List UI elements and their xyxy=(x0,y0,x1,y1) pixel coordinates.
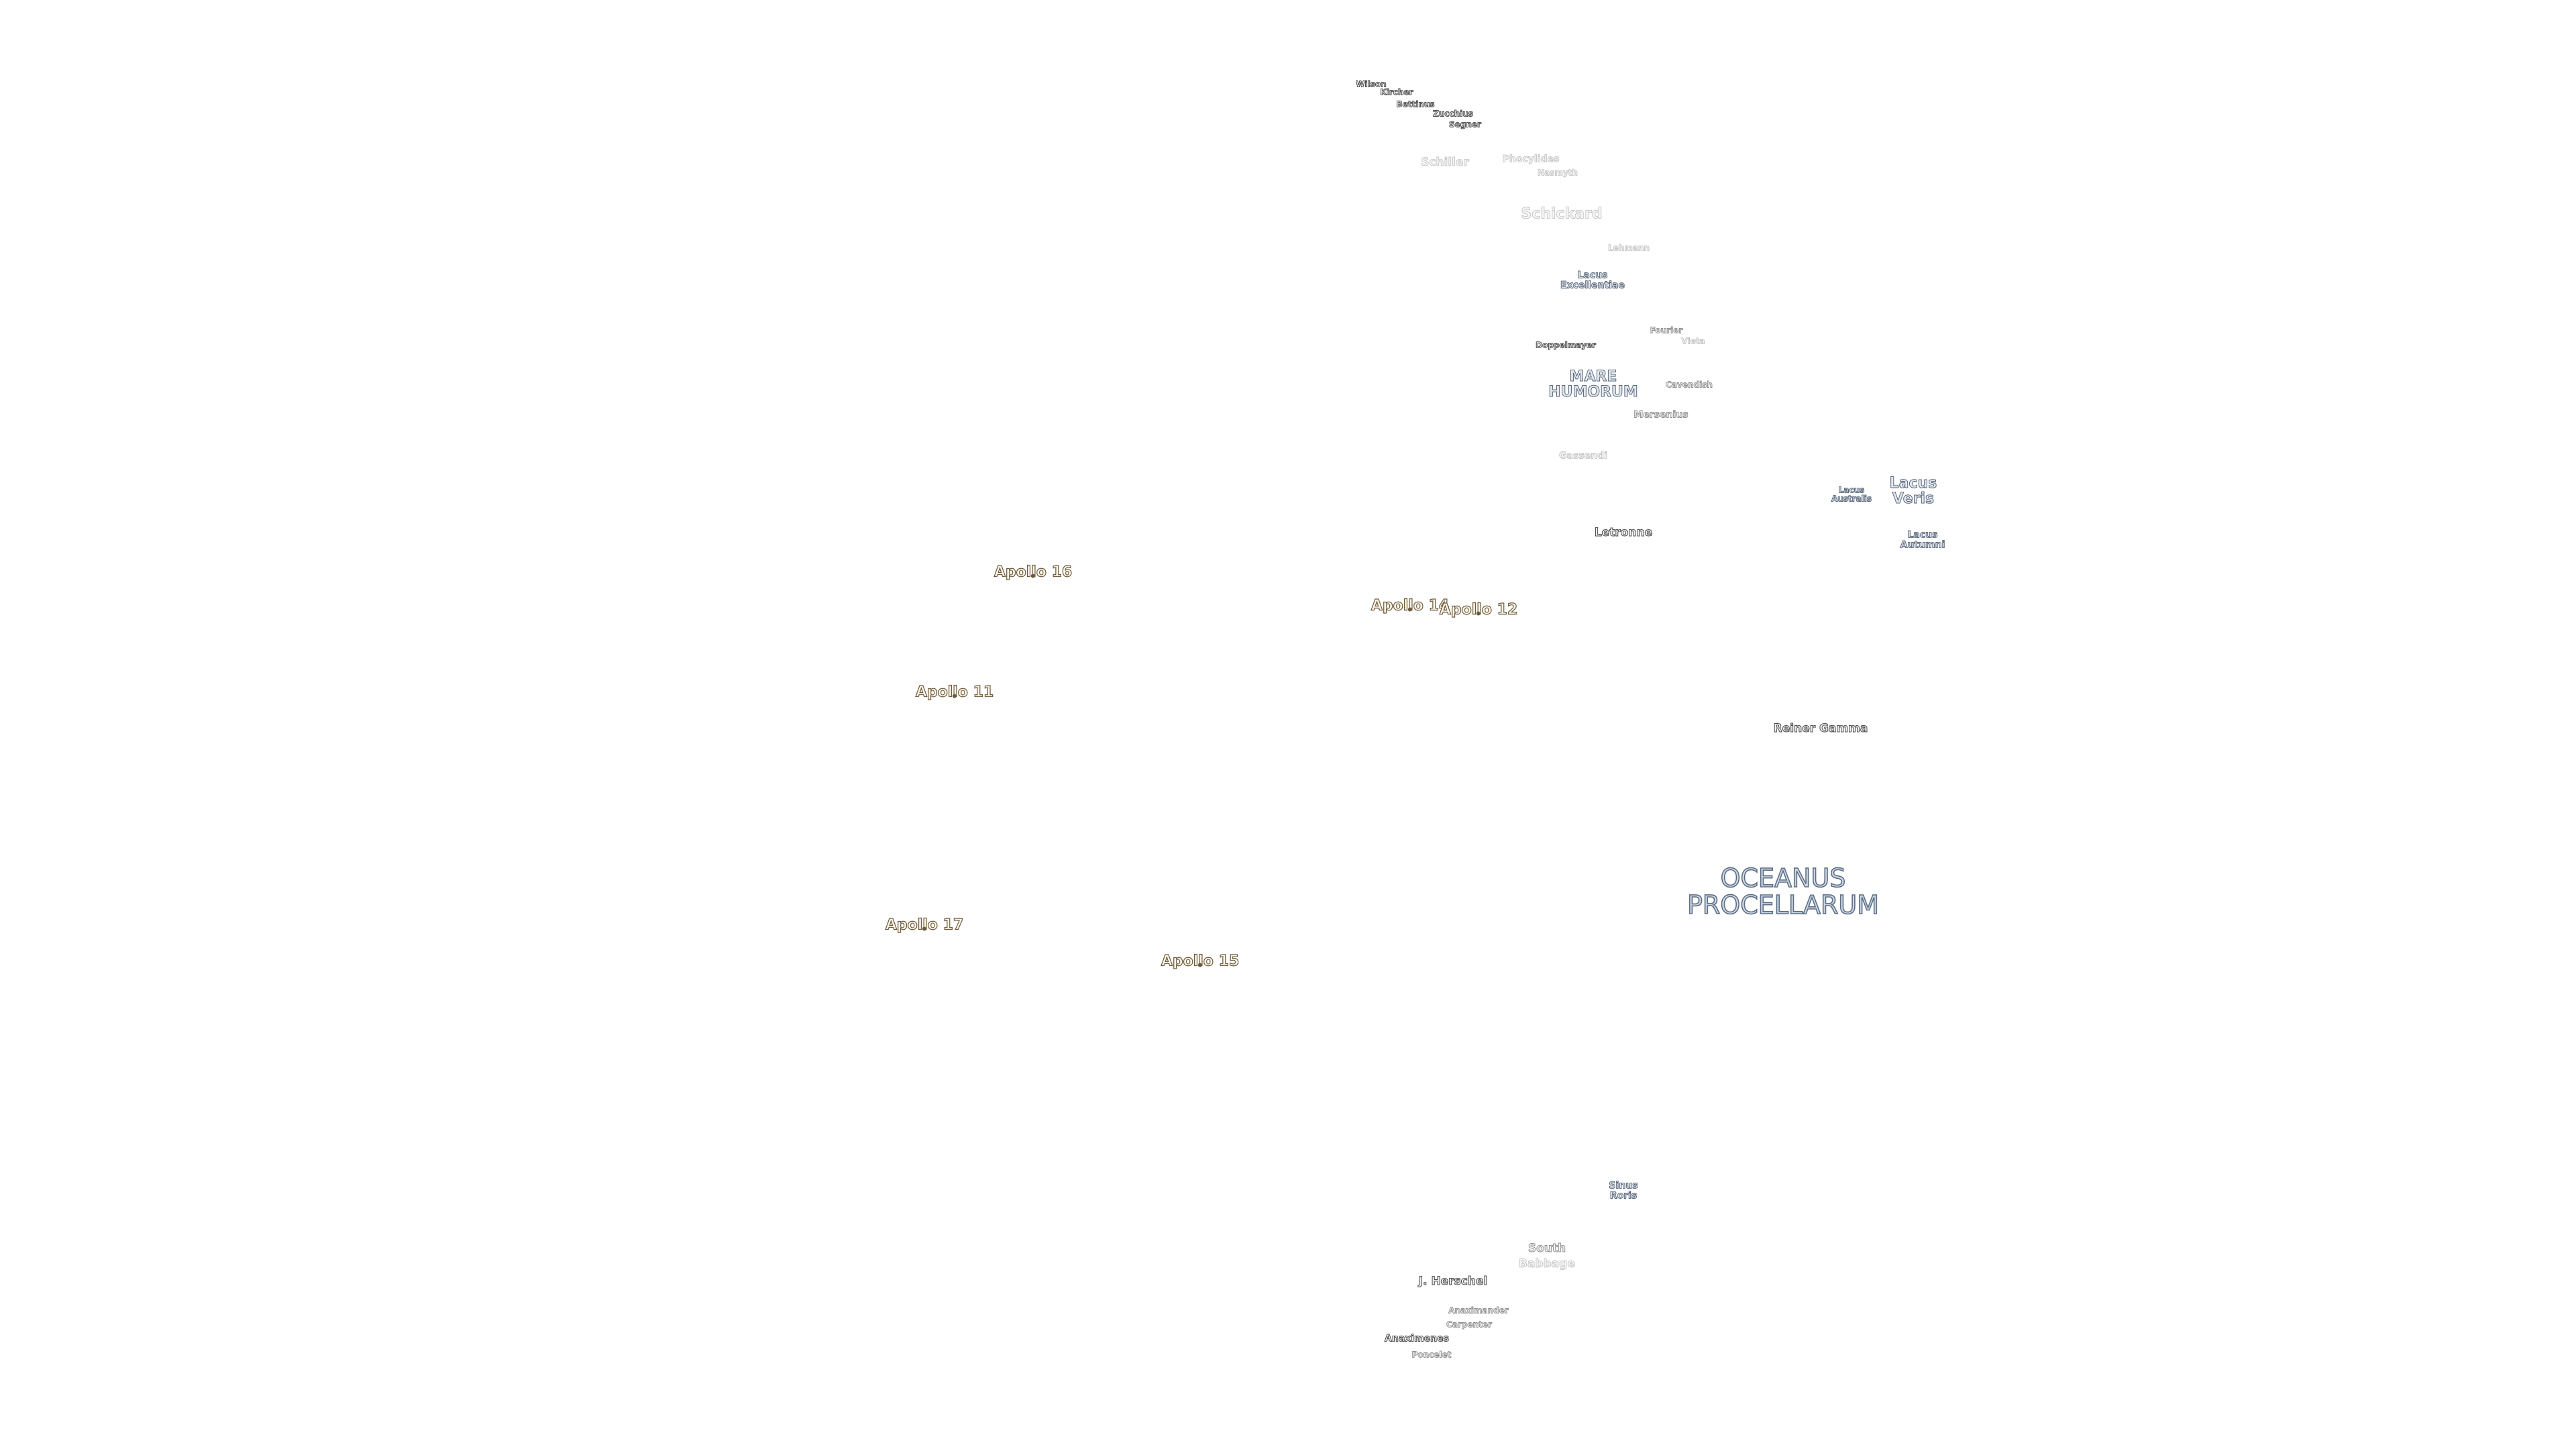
label-text: J. Herschel xyxy=(1418,1275,1488,1289)
label-text: Mersenius xyxy=(1633,409,1688,421)
label-text: Wilson xyxy=(1356,79,1387,89)
label-text: Schiller xyxy=(1421,156,1470,170)
label-wilson: Wilson xyxy=(1356,79,1387,89)
label-apollo-16[interactable]: Apollo 16 xyxy=(994,564,1073,580)
label-text: Poncelet xyxy=(1411,1350,1452,1360)
label-text: Vieta xyxy=(1681,336,1705,346)
label-text: Anaximenes xyxy=(1385,1333,1450,1344)
label-doppelmayer: Doppelmayer xyxy=(1536,340,1597,350)
label-kircher: Kircher xyxy=(1380,87,1413,97)
label-text: Letronne xyxy=(1594,526,1653,540)
label-text: Reiner Gamma xyxy=(1773,722,1868,736)
label-text: Doppelmayer xyxy=(1536,340,1597,350)
label-text: OCEANUS PROCELLARUM xyxy=(1686,863,1880,920)
label-text: Fourier xyxy=(1650,325,1683,335)
label-phocylides: Phocylides xyxy=(1502,154,1560,165)
label-vieta: Vieta xyxy=(1681,337,1705,346)
label-fourier: Fourier xyxy=(1650,325,1683,335)
label-anaximenes: Anaximenes xyxy=(1385,1333,1450,1344)
landing-site-marker-icon xyxy=(922,926,926,931)
label-text: Schickard xyxy=(1521,205,1603,223)
label-text: South xyxy=(1527,1242,1566,1256)
label-text: Gassendi xyxy=(1559,450,1608,462)
label-mersenius: Mersenius xyxy=(1633,409,1688,421)
label-letronne: Letronne xyxy=(1594,526,1653,540)
label-reiner-gamma: Reiner Gamma xyxy=(1773,722,1868,736)
landing-site-marker-icon xyxy=(1407,607,1412,612)
label-apollo-12[interactable]: Apollo 12 xyxy=(1439,602,1518,618)
label-schickard: Schickard xyxy=(1521,205,1603,223)
label-nasmyth: Nasmyth xyxy=(1538,168,1578,178)
label-text: Babbage xyxy=(1519,1257,1576,1271)
label-babbage: Babbage xyxy=(1519,1257,1576,1271)
label-text: Anaximander xyxy=(1448,1305,1509,1316)
label-segner: Segner xyxy=(1449,119,1482,129)
label-text: Cavendish xyxy=(1666,380,1713,390)
label-lacus-veris: Lacus Veris xyxy=(1889,474,1937,507)
label-carpenter: Carpenter xyxy=(1446,1320,1493,1330)
label-text: Nasmyth xyxy=(1538,168,1578,178)
label-anaximander: Anaximander xyxy=(1448,1305,1509,1316)
label-text: Segner xyxy=(1449,119,1482,129)
label-text: Zucchius xyxy=(1433,109,1474,119)
landing-site-marker-icon xyxy=(1030,574,1035,578)
label-text: Phocylides xyxy=(1502,154,1560,165)
label-south: South xyxy=(1527,1242,1566,1256)
label-bettinus: Bettinus xyxy=(1396,99,1435,109)
label-poncelet: Poncelet xyxy=(1411,1350,1452,1360)
label-gassendi: Gassendi xyxy=(1559,450,1608,462)
label-cavendish: Cavendish xyxy=(1666,380,1713,390)
label-text: Sinus Roris xyxy=(1609,1180,1638,1201)
landing-site-marker-icon xyxy=(1197,963,1202,967)
label-mare-humorum: MARE HUMORUM xyxy=(1548,368,1639,400)
label-text: MARE HUMORUM xyxy=(1548,368,1639,400)
label-text: Bettinus xyxy=(1396,99,1435,109)
label-sinus-roris: Sinus Roris xyxy=(1609,1180,1638,1201)
label-apollo-15[interactable]: Apollo 15 xyxy=(1161,953,1240,969)
label-text: Lacus Australis xyxy=(1831,485,1872,503)
label-text: Carpenter xyxy=(1446,1320,1493,1330)
label-schiller: Schiller xyxy=(1421,156,1470,170)
label-lacus-excellentiae: Lacus Excellentiae xyxy=(1560,270,1625,290)
label-apollo-17[interactable]: Apollo 17 xyxy=(885,917,964,933)
label-zucchius: Zucchius xyxy=(1433,109,1474,119)
label-text: Lacus Excellentiae xyxy=(1560,270,1625,290)
label-text: Lacus Autumni xyxy=(1900,529,1945,550)
label-lehmann: Lehmann xyxy=(1608,244,1650,253)
label-apollo-11[interactable]: Apollo 11 xyxy=(915,684,994,700)
label-text: Kircher xyxy=(1380,87,1413,97)
label-apollo-14[interactable]: Apollo 14 xyxy=(1371,598,1450,614)
landing-site-marker-icon xyxy=(952,694,957,698)
label-lacus-australis: Lacus Australis xyxy=(1831,485,1872,503)
landing-site-marker-icon xyxy=(1476,611,1481,616)
label-oceanus-procellarum: OCEANUS PROCELLARUM xyxy=(1686,863,1880,920)
label-text: Lehmann xyxy=(1607,243,1650,253)
label-lacus-autumni: Lacus Autumni xyxy=(1900,529,1945,550)
label-j-herschel: J. Herschel xyxy=(1418,1275,1488,1289)
label-text: Lacus Veris xyxy=(1889,474,1937,507)
